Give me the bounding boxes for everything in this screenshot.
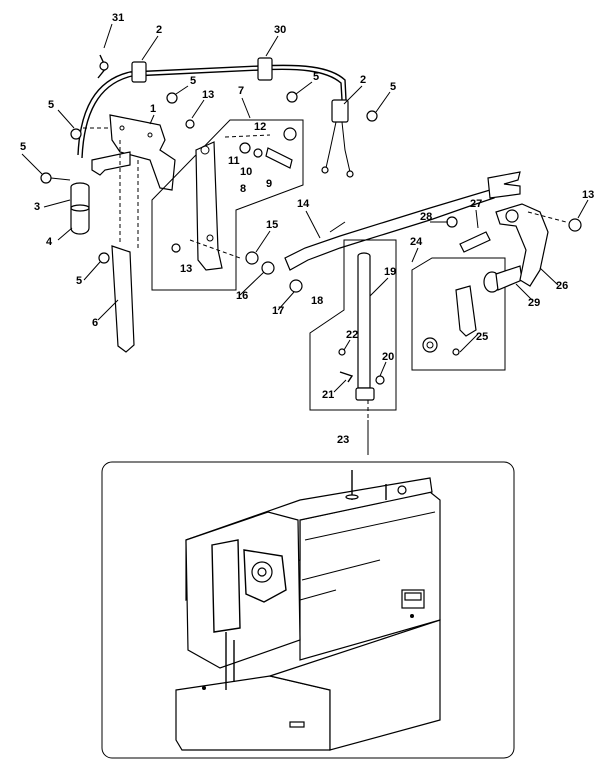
label-6: 6 xyxy=(92,317,98,329)
left-plate-assembly xyxy=(40,114,176,353)
label-25: 25 xyxy=(476,331,488,343)
inset-frame xyxy=(101,461,515,759)
lever-14-assembly xyxy=(245,171,521,293)
label-8: 8 xyxy=(240,183,246,195)
label-16: 16 xyxy=(236,290,248,302)
label-11: 11 xyxy=(228,155,240,167)
label-5: 5 xyxy=(313,71,319,83)
label-10: 10 xyxy=(240,166,252,178)
label-15: 15 xyxy=(266,219,278,231)
right-lever-box xyxy=(411,257,523,371)
label-2: 2 xyxy=(156,24,162,36)
label-29: 29 xyxy=(528,297,540,309)
label-24: 24 xyxy=(410,236,423,248)
upper-right-parts xyxy=(446,203,582,287)
label-5: 5 xyxy=(48,99,54,111)
sewing-machine-inset xyxy=(101,461,515,759)
label-30: 30 xyxy=(274,24,286,36)
label-13: 13 xyxy=(582,189,594,201)
label-3: 3 xyxy=(34,201,40,213)
label-17: 17 xyxy=(272,305,284,317)
leader-lines xyxy=(21,23,589,393)
center-lever-box xyxy=(151,119,304,291)
label-26: 26 xyxy=(556,280,568,292)
label-1: 1 xyxy=(150,103,156,115)
label-22: 22 xyxy=(346,329,358,341)
label-13: 13 xyxy=(180,263,192,275)
label-14: 14 xyxy=(297,198,310,210)
upper-thread-guide-assembly xyxy=(70,54,378,178)
label-19: 19 xyxy=(384,266,396,278)
label-4: 4 xyxy=(46,236,53,248)
label-9: 9 xyxy=(266,178,272,190)
label-5: 5 xyxy=(76,275,82,287)
label-12: 12 xyxy=(254,121,266,133)
label-7: 7 xyxy=(238,85,244,97)
label-21: 21 xyxy=(322,389,334,401)
needle-bar-box xyxy=(309,239,397,455)
label-18: 18 xyxy=(311,295,323,307)
label-13: 13 xyxy=(202,89,214,101)
label-20: 20 xyxy=(382,351,394,363)
part-labels: 31 2 30 5 5 2 5 5 13 7 1 12 5 11 10 9 8 … xyxy=(20,12,594,446)
label-31: 31 xyxy=(112,12,124,24)
label-5: 5 xyxy=(390,81,396,93)
label-5: 5 xyxy=(20,141,26,153)
label-5: 5 xyxy=(190,75,196,87)
label-27: 27 xyxy=(470,198,482,210)
label-2: 2 xyxy=(360,74,366,86)
label-23: 23 xyxy=(337,434,349,446)
label-28: 28 xyxy=(420,211,432,223)
